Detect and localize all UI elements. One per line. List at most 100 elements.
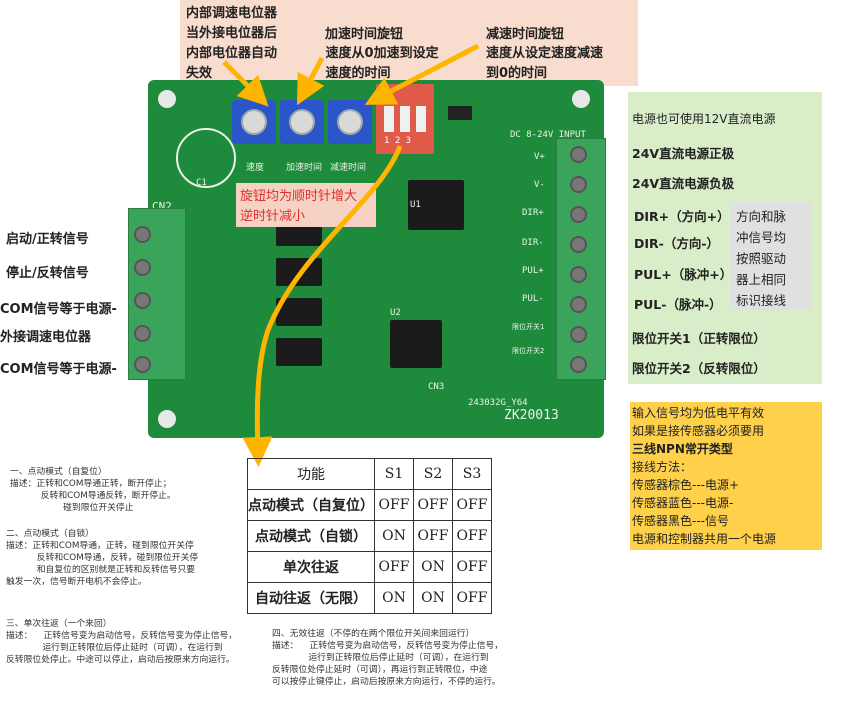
terminal-screw xyxy=(134,325,151,342)
table-header: 功能 xyxy=(247,458,375,490)
speed-pot-line: 失效 xyxy=(186,66,213,81)
side-note-line: 方向和脉 xyxy=(736,209,787,224)
decel-potentiometer[interactable] xyxy=(328,100,372,144)
table-header-row: 功能 S1 S2 S3 xyxy=(247,458,492,490)
accel-knob-line: 速度的时间 xyxy=(321,66,391,81)
terminal-screw xyxy=(570,296,587,313)
table-cell: OFF xyxy=(374,551,414,583)
wiring-row: 24V直流电源正极 xyxy=(632,146,735,161)
capacitor-c1 xyxy=(176,128,236,188)
speed-potentiometer[interactable] xyxy=(232,100,276,144)
wiring-row: PUL-（脉冲-） xyxy=(634,297,722,312)
left-label: 启动/正转信号 xyxy=(6,232,89,247)
mode-switch-table: 功能 S1 S2 S3 点动模式（自复位） OFF OFF OFF 点动模式（自… xyxy=(247,458,492,614)
table-cell: OFF xyxy=(452,582,492,614)
dip-switch-3[interactable] xyxy=(416,106,426,132)
terminal-screw xyxy=(570,266,587,283)
accel-knob-line: 加速时间旋钮 xyxy=(325,27,404,42)
pot-label-decel: 减速时间 xyxy=(330,163,367,173)
dip-switch-numbers: 1 2 3 xyxy=(384,136,412,146)
pot-label-accel: 加速时间 xyxy=(286,163,323,173)
terminal-screw xyxy=(570,236,587,253)
mcu-u2 xyxy=(390,320,442,368)
mode2-description: 二、点动模式（自锁） 描述：正转和COM导通，正转，碰到限位开关停 反转和COM… xyxy=(6,529,199,587)
table-cell: OFF xyxy=(452,551,492,583)
dip-switch-1[interactable] xyxy=(384,106,394,132)
silk-limit1: 限位开关1 xyxy=(512,323,545,331)
terminal-screw xyxy=(134,259,151,276)
speed-pot-line: 内部电位器自动 xyxy=(186,46,278,61)
table-cell: OFF xyxy=(452,520,492,552)
decel-knob-line: 减速时间旋钮 xyxy=(486,27,565,42)
regulator-u1 xyxy=(408,180,464,230)
rotation-note: 旋钮均为顺时针增大 逆时针减小 xyxy=(236,183,376,227)
optocoupler xyxy=(276,338,322,366)
sensor-line: 接线方法： xyxy=(632,460,693,474)
table-cell: ON xyxy=(413,551,453,583)
side-note-line: 冲信号均 xyxy=(736,230,787,245)
sensor-line: 传感器蓝色---电源- xyxy=(632,496,734,510)
left-label: 停止/反转信号 xyxy=(6,266,89,281)
sensor-line: 三线NPN常开类型 xyxy=(632,442,733,456)
silk-v-minus: V- xyxy=(534,180,545,190)
mode4-description: 四、无效往返（不停的在两个限位开关间来回运行） 描述： 正转信号变为启动信号，反… xyxy=(272,629,504,687)
mount-hole xyxy=(158,410,176,428)
input-label: DC 8-24V INPUT xyxy=(510,130,586,140)
wiring-row: 24V直流电源负极 xyxy=(632,176,735,191)
power-12v-note: 电源也可使用12V直流电源 xyxy=(632,112,776,126)
table-header: S1 xyxy=(374,458,414,490)
terminal-screw xyxy=(570,206,587,223)
left-label: COM信号等于电源- xyxy=(0,302,117,317)
decel-knob-line: 速度从设定速度减速 xyxy=(486,46,604,61)
table-cell: 自动往返（无限） xyxy=(247,582,375,614)
accel-knob-line: 速度从0加速到设定 xyxy=(321,46,439,61)
direction-pulse-note: 方向和脉 冲信号均 按照驱动 器上相同 标识接线 xyxy=(730,202,812,310)
arrow-accel xyxy=(296,56,325,106)
jumper xyxy=(448,106,472,120)
terminal-screw xyxy=(134,292,151,309)
table-cell: OFF xyxy=(413,489,453,521)
table-row: 点动模式（自锁） ON OFF OFF xyxy=(247,520,492,552)
silk-v-plus: V+ xyxy=(534,152,545,162)
decel-knob-line: 到0的时间 xyxy=(486,66,548,81)
silk-u1: U1 xyxy=(410,200,421,210)
wiring-row: 限位开关1（正转限位） xyxy=(632,331,766,346)
table-cell: 点动模式（自锁） xyxy=(247,520,375,552)
terminal-screw xyxy=(134,356,151,373)
silk-dir-plus: DIR+ xyxy=(522,208,544,218)
table-cell: OFF xyxy=(413,520,453,552)
table-cell: ON xyxy=(374,582,414,614)
table-header: S2 xyxy=(413,458,453,490)
side-note-line: 按照驱动 xyxy=(736,251,787,266)
speed-pot-line: 内部调速电位器 xyxy=(186,6,278,21)
sensor-line: 传感器黑色---信号 xyxy=(632,514,729,528)
left-label: COM信号等于电源- xyxy=(0,362,117,377)
table-cell: ON xyxy=(413,582,453,614)
arrow-decel xyxy=(364,43,480,105)
sensor-line: 输入信号均为低电平有效 xyxy=(632,406,765,420)
mount-hole xyxy=(572,90,590,108)
accel-potentiometer[interactable] xyxy=(280,100,324,144)
sensor-line: 传感器棕色---电源+ xyxy=(632,478,740,492)
wiring-row: PUL+（脉冲+） xyxy=(634,267,733,282)
dip-switch-2[interactable] xyxy=(400,106,410,132)
wiring-row: 限位开关2（反转限位） xyxy=(632,361,766,376)
sensor-note-box: 输入信号均为低电平有效 如果是接传感器必须要用 三线NPN常开类型 接线方法： … xyxy=(630,402,822,550)
table-cell: 单次往返 xyxy=(247,551,375,583)
side-note-line: 器上相同 xyxy=(736,272,787,287)
table-cell: ON xyxy=(374,520,414,552)
silk-pul-plus: PUL+ xyxy=(522,266,544,276)
mode3-description: 三、单次往返（一个来回） 描述： 正转信号变为启动信号，反转信号变为停止信号， … xyxy=(6,619,238,665)
pot-label-speed: 速度 xyxy=(246,163,265,173)
terminal-screw xyxy=(570,176,587,193)
terminal-screw xyxy=(570,326,587,343)
table-cell: OFF xyxy=(452,489,492,521)
silk-c1: C1 xyxy=(196,178,207,188)
table-header: S3 xyxy=(452,458,492,490)
silk-board-id: ZK20013 xyxy=(504,408,559,423)
silk-limit2: 限位开关2 xyxy=(512,347,545,355)
wiring-row: DIR-（方向-） xyxy=(634,236,720,251)
terminal-screw xyxy=(570,146,587,163)
wiring-row: DIR+（方向+） xyxy=(634,209,730,224)
table-cell: 点动模式（自复位） xyxy=(247,489,375,521)
